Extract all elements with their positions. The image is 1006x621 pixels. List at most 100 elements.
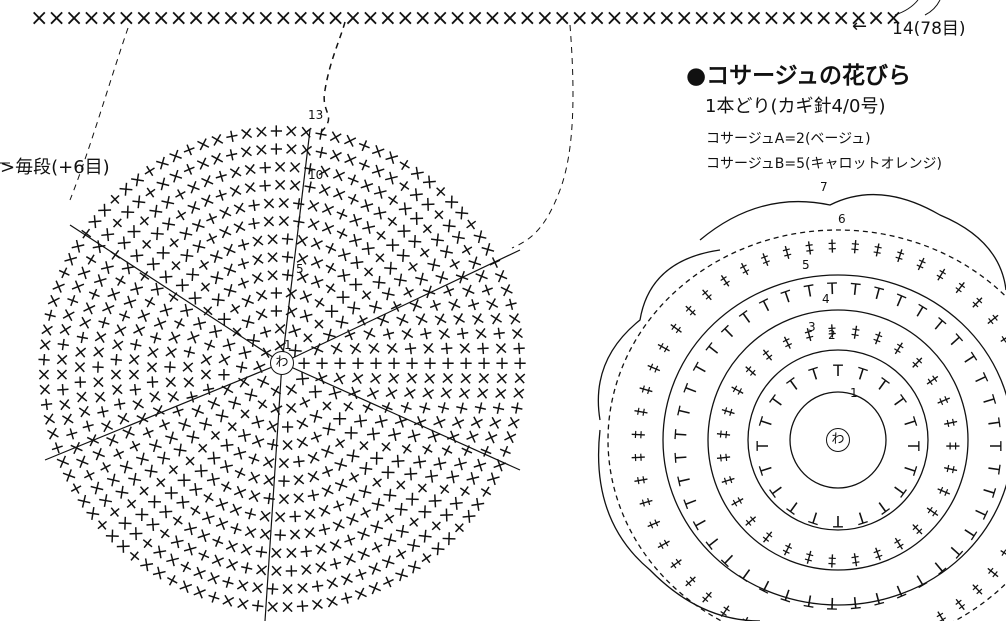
stitch-symbol: T [802,281,816,302]
stitch-symbol: T [718,549,739,570]
stitch-symbol: T [680,494,702,511]
stitch-symbol: T [756,295,774,317]
stitch-symbol: ‡ [741,361,761,380]
round-number: 2 [828,328,836,342]
stitch-symbol: ‡ [804,238,815,258]
stitch-symbol: T [737,563,757,585]
stitch-symbol: T [904,440,923,451]
top-stitch-row: ××××××××××××××××××××××××××××××××××××××××… [30,6,902,31]
stitch-symbol: T [899,414,920,430]
color-b-line: コサージュB=5(キャロットオレンジ) [706,153,942,173]
stitch-symbol: T [959,523,981,543]
stitch-symbol: ‡ [983,564,1003,582]
stitch-symbol: ‡ [933,608,950,621]
stitch-symbol: ‡ [758,249,772,270]
stitch-symbol: T [832,361,843,380]
stitch-symbol: ‡ [630,475,650,486]
stitch-symbol: ‡ [891,338,908,358]
stitch-symbol: ‡ [951,595,969,615]
stitch-symbol: ‡ [923,371,943,388]
stitch-symbol: ‡ [758,527,776,547]
stitch-symbol: T [753,441,772,452]
stitch-symbol: T [986,440,1005,451]
stitch-symbol: ‡ [628,430,647,439]
stitch-symbol: ‡ [872,239,883,259]
stitch-symbol: T [807,507,823,528]
stitch-symbol: T [890,290,908,312]
stitch-symbol: T [680,382,702,399]
stitch-symbol: T [944,330,965,351]
stitch-symbol: T [958,349,980,369]
stitch-symbol: ‡ [628,453,647,462]
stitch-symbol: ‡ [697,588,716,608]
stitch-symbol: × [420,337,437,359]
stitch-symbol: ‡ [944,442,963,450]
stitch-symbol: T [671,452,691,464]
stitch-symbol: ‡ [968,293,987,312]
stitch-symbol: ‡ [996,546,1006,563]
stitch-symbol: ‡ [850,322,861,342]
stitch-symbol: ‡ [681,572,700,591]
stitch-symbol: ‡ [941,463,961,475]
magic-ring-left: わ [270,351,294,375]
stitch-symbol: ‡ [908,353,927,372]
stitch-symbol: ‡ [781,242,794,262]
stitch-symbol: ‡ [996,329,1006,346]
stitch-symbol: ‡ [850,550,861,570]
stitch-symbol: T [702,340,724,360]
stitch-symbol: ‡ [630,406,650,417]
round-label: 14(78目) [892,14,966,39]
stitch-symbol: + [475,338,492,360]
stitch-symbol: ‡ [653,339,673,355]
stitch-symbol: T [689,360,711,379]
increase-note: >毎段(+6目) [0,153,110,179]
stitch-symbol: T [755,415,776,431]
stitch-symbol: ‡ [643,361,664,376]
stitch-symbol: T [757,575,775,597]
stitch-symbol: ‡ [828,236,837,255]
stitch-symbol: T [969,370,991,388]
round-number: 5 [802,258,810,272]
round-number: 5 [296,262,304,276]
stitch-symbol: ‡ [666,319,686,337]
stitch-symbol: ‡ [635,496,655,509]
stitch-symbol: ‡ [923,503,943,520]
stitch-symbol: + [438,338,455,360]
stitch-symbol: ‡ [758,345,776,365]
stitch-symbol: ‡ [891,534,908,554]
stitch-symbol: ‡ [871,544,885,565]
stitch-symbol: ‡ [983,310,1003,328]
stitch-symbol: + [402,337,420,360]
stitch-symbol: T [928,314,949,336]
stitch-symbol: T [872,374,892,396]
stitch-symbol: ‡ [653,536,673,552]
round-number: 10 [308,168,323,182]
stitch-symbol: ‡ [643,517,664,532]
stitch-symbol: ‡ [716,270,733,290]
stitch-symbol: ‡ [741,512,761,531]
stitch-symbol: × [456,337,473,359]
stitch-symbol: T [779,584,796,606]
arrow-left-icon: ← [852,16,867,37]
stitch-symbol: T [784,496,804,518]
round-number: 13 [308,108,323,122]
curve-top-right-2 [925,0,940,15]
stitch-symbol: ‡ [908,520,927,539]
stitch-symbol: ‡ [803,548,816,568]
stitch-symbol: T [854,507,870,528]
stitch-symbol: T [833,512,844,531]
round-number: 3 [808,320,816,334]
stitch-symbol: ‡ [941,417,961,429]
stitch-symbol: ‡ [934,484,955,499]
stitch-symbol: ‡ [713,429,733,439]
stitch-symbol: T [674,473,695,488]
stitch-symbol: T [891,580,909,602]
stitch-symbol: T [970,503,992,521]
stitch-symbol: T [888,391,910,411]
right-stitch-field: TTTTTTTTTTTTTTTTTTTT‡‡‡‡‡‡‡‡‡‡‡‡‡‡‡‡‡‡‡‡… [628,236,1006,621]
stitch-symbol: ‡ [914,253,929,274]
stitch-symbol: T [778,286,795,308]
stitch-symbol: T [910,300,929,322]
stitch-symbol: T [911,569,930,591]
stitch-symbol: + [511,338,528,360]
